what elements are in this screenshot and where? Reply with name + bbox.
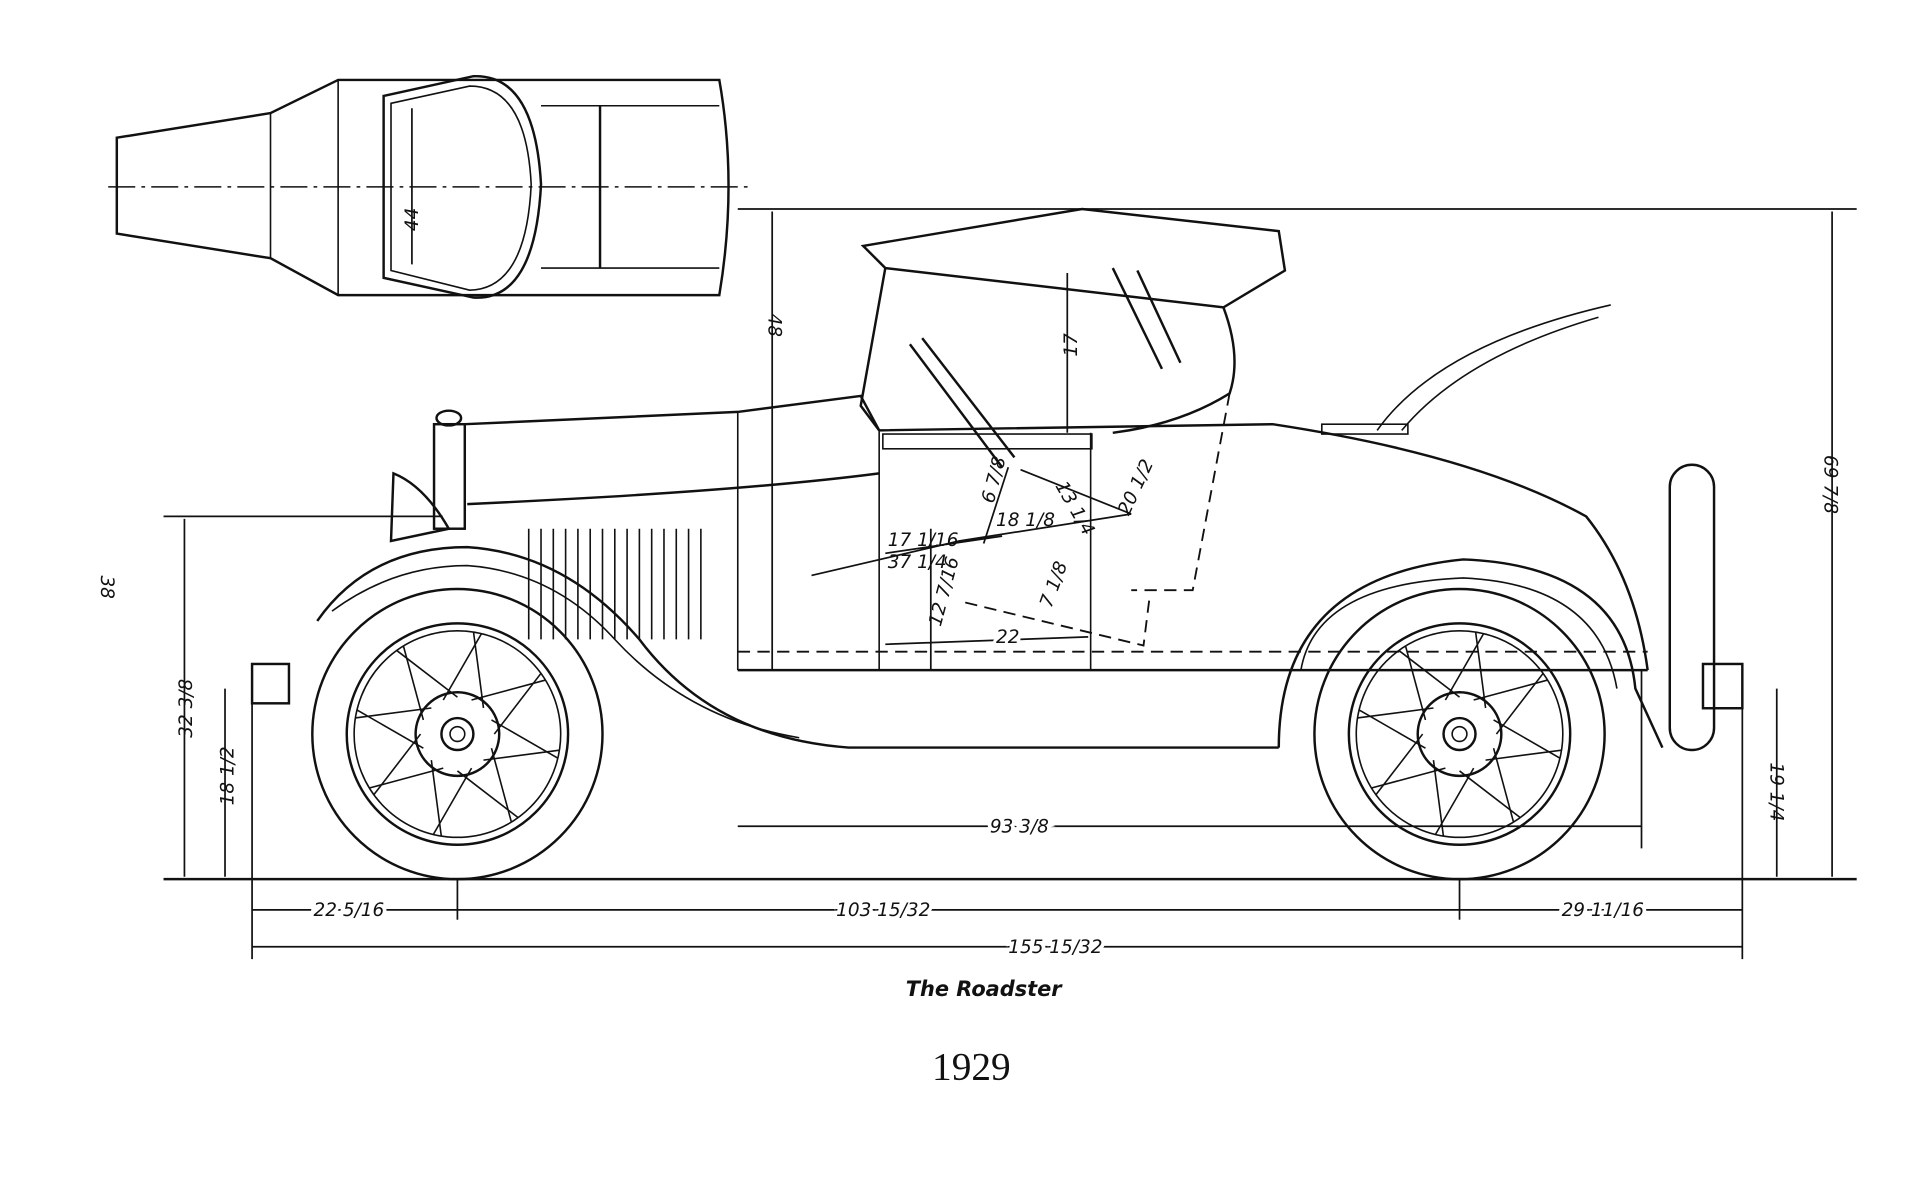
wheel-spoke bbox=[491, 719, 559, 759]
drawing-caption: The Roadster bbox=[906, 977, 1064, 1001]
dim-interior-c: 20 1/2 bbox=[1114, 456, 1158, 518]
dim-top-width: 44 bbox=[402, 208, 423, 231]
dim-interior-f: 37 1/4 bbox=[888, 552, 947, 573]
wheel-spoke bbox=[1357, 707, 1434, 719]
dim-interior-i: 22 bbox=[996, 627, 1019, 648]
wheel-spoke bbox=[1459, 770, 1521, 819]
dim-front-height: 38 bbox=[96, 575, 117, 598]
side-view bbox=[163, 207, 1857, 881]
dim-wheelbase: 103 15/32 bbox=[836, 900, 930, 921]
dim-rear-overhang: 29 11/16 bbox=[1562, 900, 1644, 921]
dim-interior-e: 17 1/16 bbox=[888, 530, 959, 551]
dim-rear-axle-height: 19 1/4 bbox=[1766, 762, 1787, 821]
drawing-year: 1929 bbox=[932, 1045, 1011, 1089]
dim-overall-length: 155 15/32 bbox=[1008, 937, 1102, 958]
dim-front-axle-height: 18 1/2 bbox=[218, 746, 239, 805]
wheel-spoke bbox=[1432, 760, 1445, 837]
wheel-spoke bbox=[1473, 679, 1548, 701]
wheel-spoke bbox=[456, 770, 519, 819]
wheel-spoke bbox=[471, 679, 546, 701]
wheel-spoke bbox=[1375, 733, 1424, 796]
rear-wheel bbox=[1313, 587, 1606, 881]
dim-front-overhang: 22 5/16 bbox=[314, 900, 385, 921]
wheel-spoke bbox=[396, 649, 458, 698]
wheel-spoke bbox=[1398, 649, 1461, 698]
wheel-spoke bbox=[472, 631, 485, 709]
dim-interior-a: 6 7/8 bbox=[978, 454, 1011, 505]
dim-top-height: 17 bbox=[1061, 333, 1082, 357]
wheel-spoke bbox=[373, 733, 422, 796]
wheel-spoke bbox=[355, 707, 432, 719]
dim-frame-height: 32 3/8 bbox=[176, 679, 197, 738]
hood-louvers bbox=[527, 528, 702, 640]
top-view: 44 bbox=[108, 74, 748, 299]
dim-cowl-height: 48 bbox=[763, 314, 784, 337]
dim-overall-height: 69 7/8 bbox=[1820, 455, 1841, 514]
dim-interior-h: 7 1/8 bbox=[1036, 559, 1072, 611]
wheel-spoke bbox=[430, 760, 443, 837]
dimension-lines bbox=[163, 208, 1857, 960]
dim-interior-d: 18 1/8 bbox=[996, 510, 1055, 531]
wheel-spoke bbox=[1493, 719, 1561, 759]
wheel-spoke bbox=[1474, 631, 1487, 709]
front-wheel bbox=[311, 587, 604, 881]
dim-body-length: 93 3/8 bbox=[990, 816, 1049, 837]
